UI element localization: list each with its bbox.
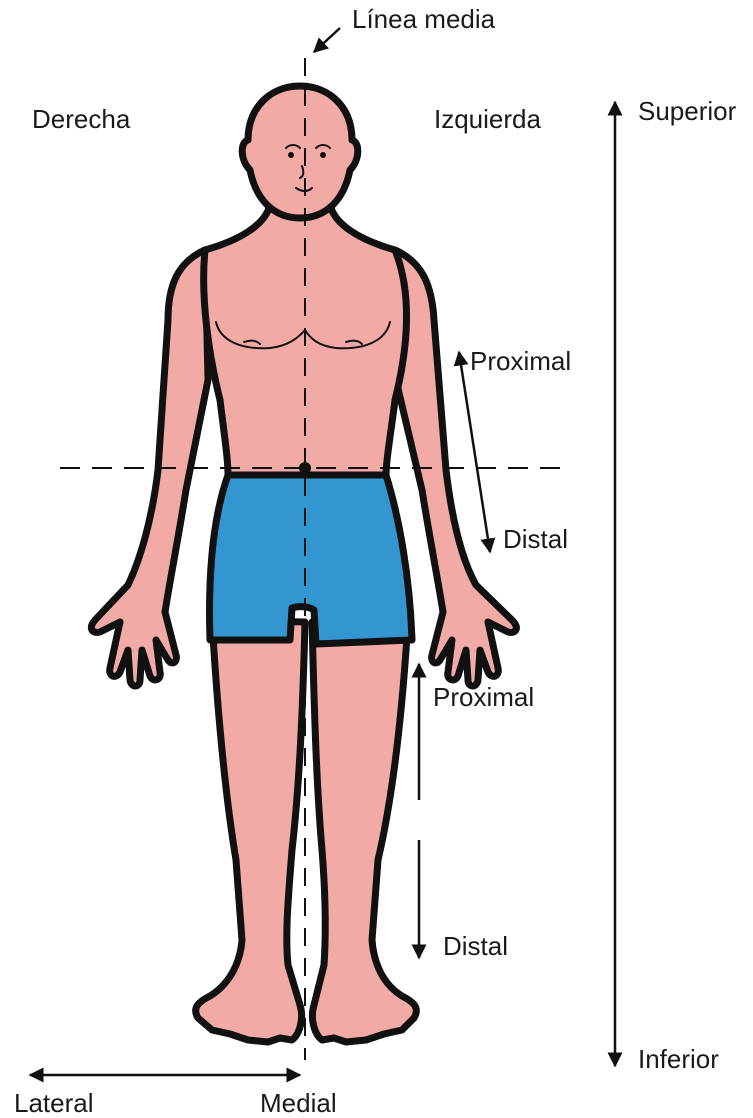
midline-pointer-arrow (314, 28, 340, 52)
head (242, 86, 358, 218)
left-leg (312, 620, 416, 1042)
umbilicus-dot (299, 462, 311, 474)
arm-proximal-label: Proximal (470, 348, 571, 374)
inferior-label: Inferior (638, 1046, 719, 1072)
right-leg (196, 620, 305, 1042)
superior-label: Superior (638, 98, 736, 124)
human-figure (91, 86, 516, 1042)
leg-proximal-label: Proximal (433, 684, 534, 710)
medial-label: Medial (260, 1090, 337, 1116)
midline-label: Línea media (352, 6, 495, 32)
leg-distal-label: Distal (443, 933, 508, 959)
lateral-label: Lateral (14, 1090, 94, 1116)
left-side-label: Izquierda (434, 106, 541, 132)
left-eye (320, 152, 326, 158)
right-side-label: Derecha (32, 106, 130, 132)
shorts (210, 475, 412, 644)
right-eye (288, 152, 294, 158)
arm-proximal-distal-arrow (459, 352, 490, 552)
arm-distal-label: Distal (503, 526, 568, 552)
